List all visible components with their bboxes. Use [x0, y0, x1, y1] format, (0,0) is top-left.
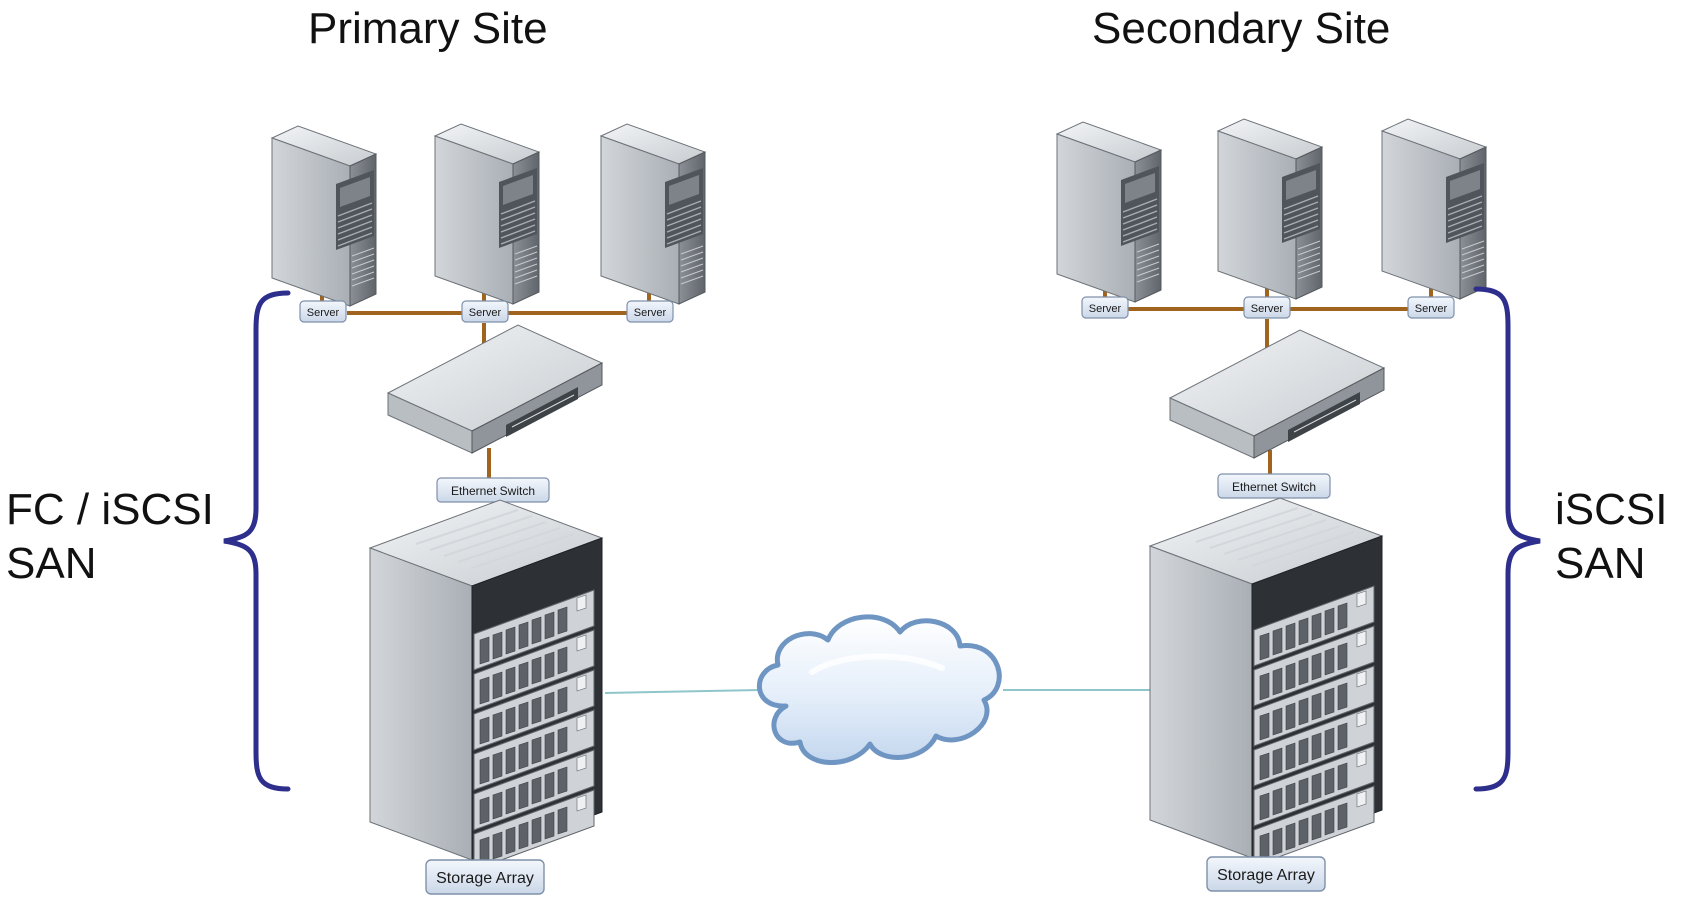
- primary-site-title: Primary Site: [308, 4, 548, 53]
- primary-server-2: [434, 123, 540, 305]
- primary-server-tag-3: Server: [626, 300, 674, 323]
- primary-san-label: FC / iSCSI SAN: [6, 483, 214, 591]
- primary-storage-label: Storage Array: [436, 870, 534, 887]
- wan-link-primary: [604, 689, 761, 694]
- secondary-server-1: [1056, 121, 1162, 303]
- primary-switch-tag: Ethernet Switch: [436, 477, 550, 503]
- primary-ethernet-switch: [387, 324, 603, 454]
- primary-site: Server Server Server Ethernet Switch: [271, 123, 706, 895]
- secondary-server-label-2: Server: [1251, 303, 1284, 315]
- primary-san-brace: [223, 290, 291, 792]
- cloud-icon: [757, 614, 1002, 765]
- secondary-server-tag-2: Server: [1243, 296, 1291, 319]
- primary-server-label-1: Server: [307, 307, 340, 319]
- secondary-server-tag-3: Server: [1407, 296, 1455, 319]
- secondary-storage-tag: Storage Array: [1206, 856, 1326, 892]
- secondary-san-label-line1: iSCSI: [1555, 485, 1668, 534]
- secondary-server-tag-1: Server: [1081, 296, 1129, 319]
- secondary-san-label: iSCSI SAN: [1555, 483, 1667, 591]
- primary-server-1: [271, 125, 377, 307]
- primary-server-label-3: Server: [634, 307, 667, 319]
- secondary-storage-array: [1149, 497, 1383, 867]
- secondary-storage-label: Storage Array: [1217, 867, 1315, 884]
- secondary-site-title: Secondary Site: [1092, 4, 1391, 53]
- primary-san-label-line1: FC / iSCSI: [6, 485, 214, 534]
- secondary-san-brace: [1473, 286, 1541, 792]
- primary-server-3: [600, 123, 706, 305]
- secondary-server-3: [1381, 118, 1487, 300]
- primary-server-tag-1: Server: [299, 300, 347, 323]
- primary-storage-tag: Storage Array: [425, 859, 545, 895]
- primary-server-tag-2: Server: [461, 300, 509, 323]
- secondary-server-2: [1217, 118, 1323, 300]
- primary-storage-array: [369, 499, 603, 871]
- secondary-server-label-3: Server: [1415, 303, 1448, 315]
- primary-server-label-2: Server: [469, 307, 502, 319]
- secondary-site: Server Server Server Ethernet Switch Sto…: [1056, 118, 1487, 892]
- primary-san-label-line2: SAN: [6, 539, 97, 588]
- secondary-switch-tag: Ethernet Switch: [1217, 473, 1331, 499]
- primary-switch-label: Ethernet Switch: [451, 484, 535, 498]
- secondary-server-label-1: Server: [1089, 303, 1122, 315]
- secondary-san-label-line2: SAN: [1555, 539, 1646, 588]
- secondary-ethernet-switch: [1169, 329, 1385, 459]
- secondary-switch-label: Ethernet Switch: [1232, 480, 1316, 494]
